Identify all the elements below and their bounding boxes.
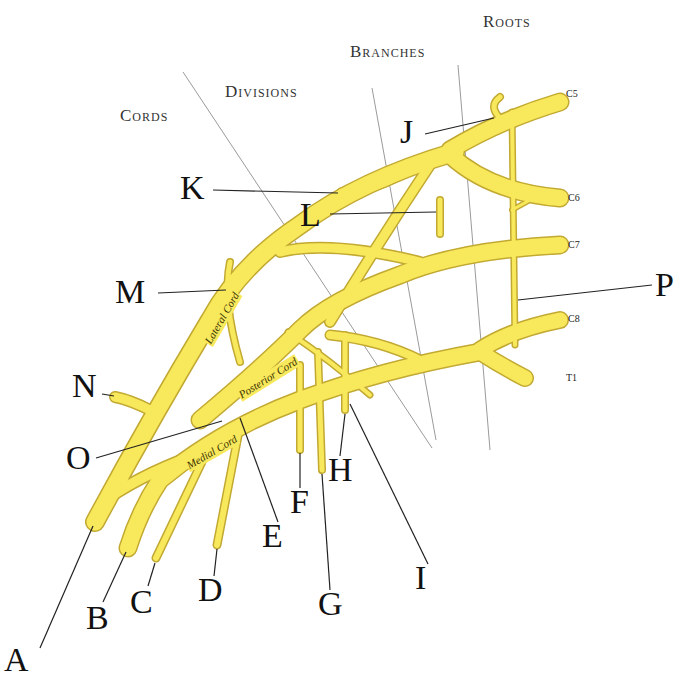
nerve xyxy=(512,248,530,250)
nerve-outline xyxy=(318,352,322,470)
nerve-outline xyxy=(436,200,444,234)
nerve xyxy=(512,200,530,210)
nerve xyxy=(95,152,455,522)
nerve-outline xyxy=(480,320,560,350)
leader-lines xyxy=(40,118,652,648)
callout-letter: O xyxy=(66,438,91,477)
nerve xyxy=(450,155,560,198)
root-label: C5 xyxy=(566,88,578,100)
section-heading: Divisions xyxy=(225,82,298,102)
nerve xyxy=(494,97,500,118)
callout-letter: M xyxy=(115,272,145,311)
callout-letter: D xyxy=(198,570,223,609)
section-heading: Roots xyxy=(483,12,531,32)
nerve xyxy=(115,397,150,410)
callout-letter: A xyxy=(4,640,29,679)
section-heading: Branches xyxy=(350,42,425,62)
nerve xyxy=(342,175,400,193)
callout-letter: I xyxy=(415,558,426,597)
nerve xyxy=(512,112,515,345)
callout-letter: H xyxy=(328,450,353,489)
root-label: C6 xyxy=(568,192,580,204)
nerve-outline xyxy=(450,102,560,150)
nerve-outline xyxy=(95,152,455,522)
callout-letter: L xyxy=(300,195,321,234)
nerve xyxy=(298,365,303,450)
callout-letter: P xyxy=(655,265,674,304)
root-label: T1 xyxy=(566,372,577,384)
callout-letter: E xyxy=(262,516,283,555)
root-label: C7 xyxy=(568,239,580,251)
nerve-outline xyxy=(494,97,500,118)
callout-letter: K xyxy=(180,168,205,207)
root-label: C8 xyxy=(568,313,580,325)
nerve-outline xyxy=(512,112,515,345)
callout-letter: B xyxy=(86,598,109,637)
callout-letter: N xyxy=(72,366,97,405)
nerve-outline xyxy=(450,155,560,198)
nerve xyxy=(280,248,420,262)
nerve xyxy=(318,352,322,470)
nerve-outline xyxy=(512,248,530,250)
callout-letter: G xyxy=(318,584,343,623)
section-heading: Cords xyxy=(120,106,168,126)
callout-letter: C xyxy=(130,582,153,621)
nerve xyxy=(450,102,560,150)
nerve xyxy=(288,332,370,395)
nerve xyxy=(200,245,560,420)
nerve-outline xyxy=(115,397,150,410)
nerve xyxy=(128,352,480,548)
nerve xyxy=(438,200,443,234)
callout-letter: F xyxy=(290,482,309,521)
nerve xyxy=(330,165,430,322)
callout-letter: J xyxy=(400,112,413,151)
nerve-bundle xyxy=(95,97,560,558)
nerve xyxy=(480,320,560,350)
nerve-outline xyxy=(280,248,420,262)
